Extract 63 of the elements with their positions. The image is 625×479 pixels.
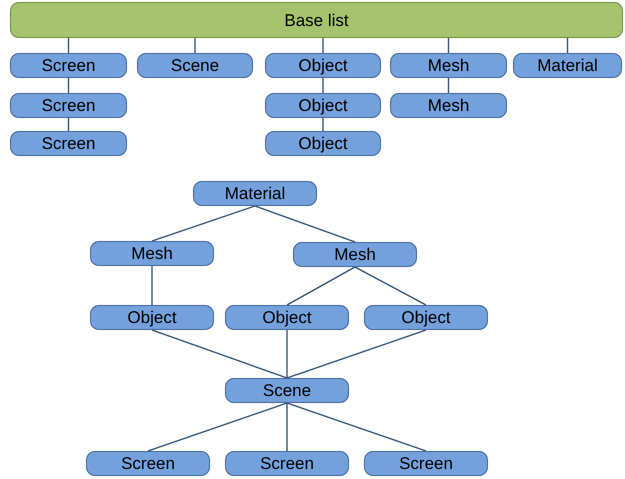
list-item-box	[225, 378, 349, 403]
connector-line	[322, 38, 324, 53]
node-label: Mesh	[428, 57, 470, 74]
connector-line	[322, 118, 324, 131]
connector-line	[68, 38, 70, 53]
connector-line	[448, 38, 450, 53]
node-label: Screen	[42, 57, 96, 74]
node-label: Object	[298, 97, 348, 114]
connector-line	[152, 329, 288, 379]
list-item-box	[10, 93, 127, 118]
node-label: Object	[127, 309, 177, 326]
connector-line	[286, 266, 356, 306]
connector-line	[286, 329, 426, 379]
connector-line	[566, 38, 568, 53]
node-label: Object	[262, 309, 312, 326]
node-label: Base list	[284, 12, 349, 28]
connector-line	[448, 78, 450, 93]
list-item-box	[265, 93, 381, 118]
list-item-box	[10, 53, 127, 78]
connector-line	[286, 403, 288, 451]
connector-line	[151, 266, 153, 305]
connector-line	[322, 78, 324, 93]
connector-line	[194, 38, 196, 53]
list-item-box	[90, 241, 214, 266]
node-label: Screen	[399, 455, 453, 472]
connector-line	[68, 118, 70, 131]
list-item-box	[225, 451, 349, 476]
node-label: Scene	[170, 57, 220, 74]
list-item-box	[364, 305, 488, 330]
list-item-box	[137, 53, 253, 78]
list-item-box	[390, 93, 507, 118]
connector-line	[286, 402, 426, 452]
node-label: Screen	[260, 455, 314, 472]
node-label: Screen	[121, 455, 175, 472]
node-label: Mesh	[428, 97, 470, 114]
connector-line	[152, 205, 256, 242]
node-label: Material	[537, 57, 598, 74]
node-label: Scene	[262, 382, 312, 399]
connector-line	[286, 330, 288, 378]
connector-line	[354, 266, 426, 306]
list-item-box	[90, 305, 214, 330]
node-label: Object	[401, 309, 451, 326]
node-label: Screen	[42, 97, 96, 114]
list-item-box	[225, 305, 349, 330]
node-label: Mesh	[131, 245, 173, 262]
node-label: Object	[298, 57, 348, 74]
list-item-box	[293, 242, 417, 267]
node-label: Mesh	[334, 246, 376, 263]
node-label: Screen	[42, 135, 96, 152]
node-label: Material	[224, 185, 286, 202]
list-item-box	[265, 53, 381, 78]
list-item-box	[390, 53, 507, 78]
list-item-box	[364, 451, 488, 476]
connector-line	[148, 402, 288, 452]
list-item-box	[10, 131, 127, 156]
list-item-box	[265, 131, 381, 156]
header-bar	[10, 2, 623, 38]
connector-line	[254, 205, 356, 243]
list-item-box	[513, 53, 622, 78]
connector-line	[68, 78, 70, 93]
list-item-box	[86, 451, 210, 476]
list-item-box	[193, 181, 317, 206]
node-label: Object	[298, 135, 348, 152]
